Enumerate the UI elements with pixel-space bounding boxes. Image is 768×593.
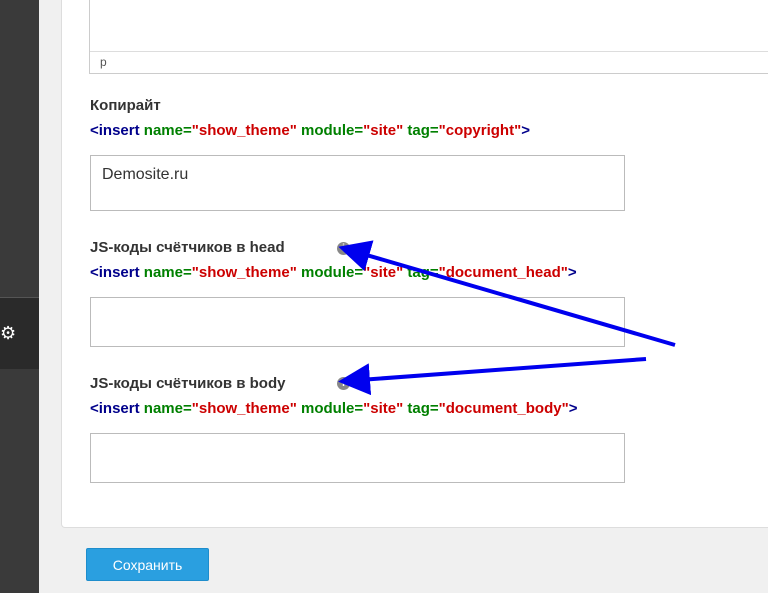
sidebar-item-settings[interactable] bbox=[0, 298, 39, 369]
js-body-field[interactable] bbox=[90, 433, 625, 483]
js-body-code: <insert name="show_theme" module="site" … bbox=[90, 400, 578, 417]
copyright-field[interactable]: Demosite.ru bbox=[90, 155, 625, 211]
rich-text-editor[interactable]: p bbox=[89, 0, 768, 74]
js-head-label: JS-коды счётчиков в head bbox=[90, 239, 285, 256]
sidebar-divider bbox=[0, 297, 39, 298]
save-button[interactable]: Сохранить bbox=[86, 548, 209, 581]
gear-icon[interactable]: ⚙ bbox=[0, 323, 17, 343]
sidebar bbox=[0, 0, 39, 593]
editor-status-bar: p bbox=[90, 51, 768, 73]
copyright-label: Копирайт bbox=[90, 97, 161, 114]
copyright-code: <insert name="show_theme" module="site" … bbox=[90, 122, 530, 139]
js-head-code: <insert name="show_theme" module="site" … bbox=[90, 264, 577, 281]
info-icon[interactable]: i bbox=[337, 242, 350, 255]
js-head-field[interactable] bbox=[90, 297, 625, 347]
info-icon[interactable]: i bbox=[337, 377, 350, 390]
js-body-label: JS-коды счётчиков в body bbox=[90, 375, 286, 392]
